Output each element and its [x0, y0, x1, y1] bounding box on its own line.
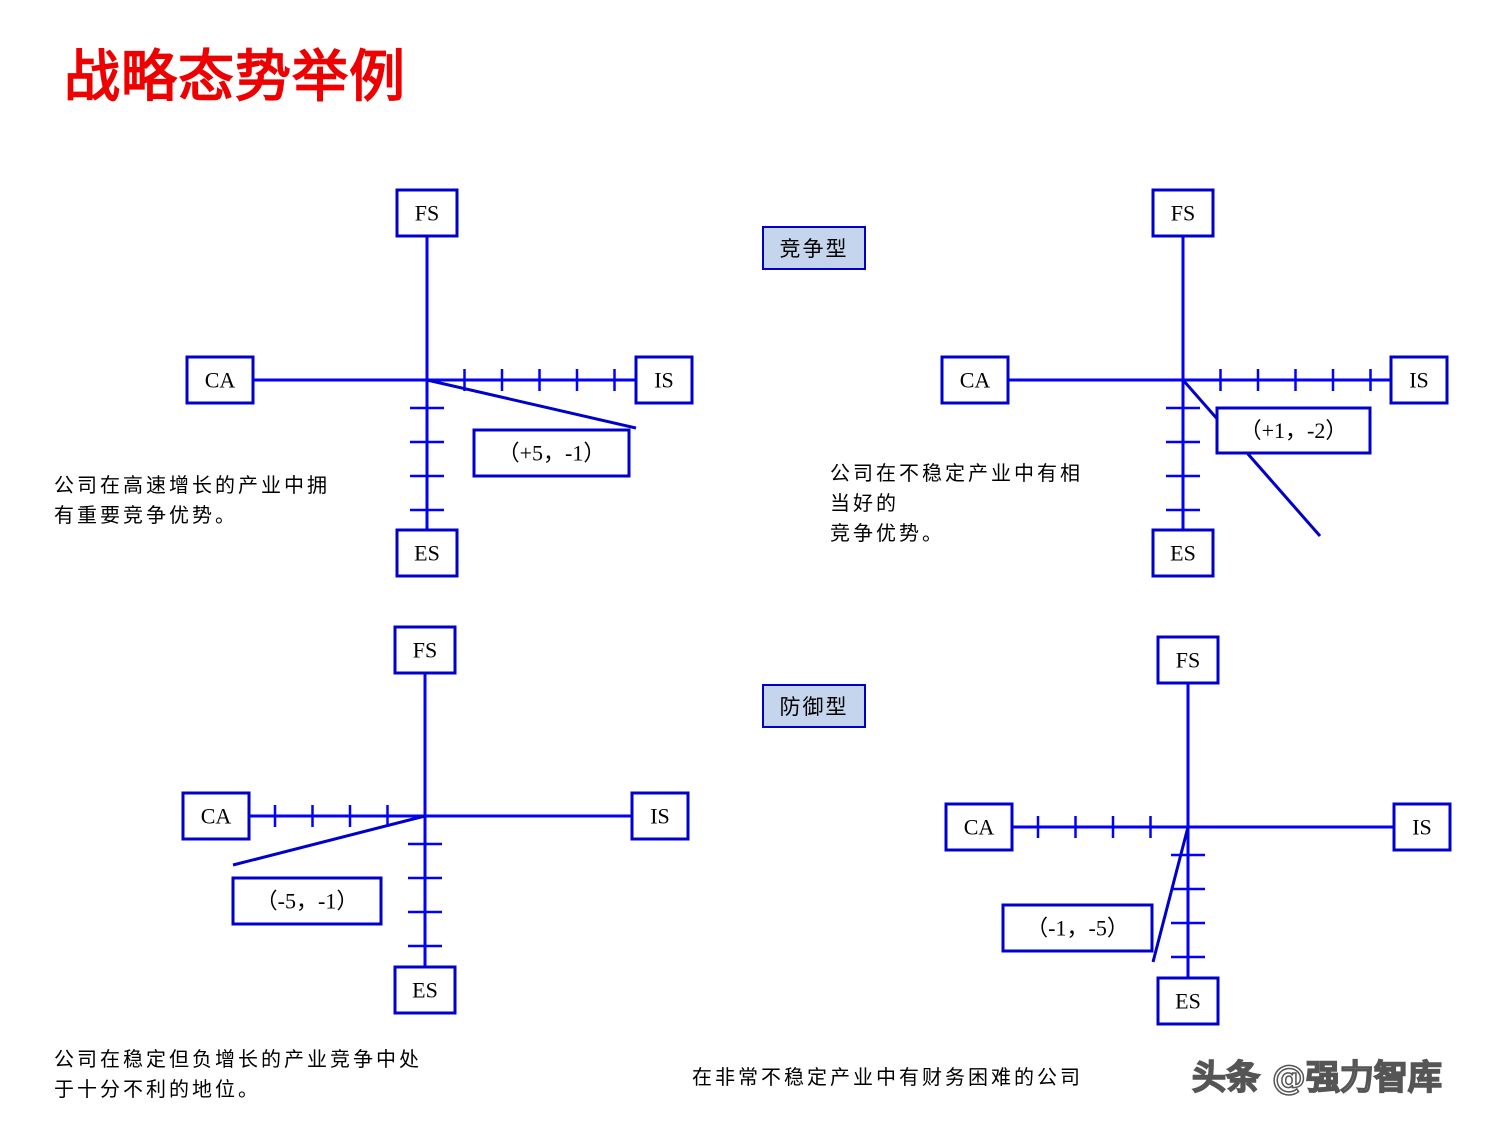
description-line: 在非常不稳定产业中有财务困难的公司	[692, 1065, 1083, 1089]
axis-label-es: ES	[414, 541, 440, 566]
coordinate-label: （+5，-1）	[498, 441, 606, 466]
axis-label-fs: FS	[1171, 201, 1195, 226]
description-line: 于十分不利的地位。	[54, 1077, 261, 1101]
axis-label-ca: CA	[964, 815, 995, 840]
axis-label-box	[1151, 188, 1215, 238]
axis-label-box	[395, 528, 459, 578]
axis-label-is: IS	[1409, 368, 1429, 393]
description-conservative: 公司在稳定但负增长的产业竞争中处 于十分不利的地位。	[54, 1044, 422, 1104]
description-line: 竞争优势。	[830, 521, 945, 545]
axis-label-box	[1389, 355, 1449, 405]
page-title: 战略态势举例	[64, 45, 406, 110]
axis-label-box	[940, 355, 1010, 405]
position-vector	[1151, 826, 1190, 963]
description-line: 公司在稳定但负增长的产业竞争中处	[54, 1047, 422, 1071]
coordinate-label: （+1，-2）	[1240, 418, 1348, 443]
description-line: 有重要竞争优势。	[54, 503, 238, 527]
axis-label-box	[1151, 528, 1215, 578]
axis-label-box	[395, 188, 459, 238]
axis-label-es: ES	[1170, 541, 1196, 566]
coordinate-box	[1001, 903, 1154, 953]
coordinate-box	[231, 876, 383, 926]
description-aggressive: 公司在高速增长的产业中拥 有重要竞争优势。	[54, 470, 330, 530]
position-vector	[1181, 379, 1322, 537]
description-line: 当好的	[830, 491, 899, 515]
axis-label-is: IS	[650, 804, 670, 829]
axis-label-fs: FS	[415, 201, 439, 226]
axis-label-box	[185, 355, 255, 405]
axis-label-box	[393, 965, 457, 1015]
axis-label-box	[944, 802, 1014, 852]
axis-label-box	[1156, 635, 1220, 685]
axis-label-box	[1392, 802, 1452, 852]
axis-label-box	[634, 355, 694, 405]
axis-label-es: ES	[412, 978, 438, 1003]
position-vector	[232, 814, 426, 867]
axis-label-fs: FS	[413, 638, 437, 663]
coordinate-label: （-1，-5）	[1026, 916, 1129, 941]
coordinate-box	[472, 428, 631, 478]
description-line: 公司在高速增长的产业中拥	[54, 473, 330, 497]
coordinate-label: （-5，-1）	[256, 889, 359, 914]
position-vector	[426, 378, 637, 430]
description-competitive: 公司在不稳定产业中有相 当好的 竞争优势。	[830, 458, 1083, 548]
axis-label-es: ES	[1175, 989, 1201, 1014]
type-label-competitive: 竞争型	[762, 226, 866, 270]
axis-label-ca: CA	[960, 368, 991, 393]
axis-label-box	[181, 791, 251, 841]
axis-label-box	[1156, 976, 1220, 1026]
axis-label-fs: FS	[1176, 648, 1200, 673]
axis-label-ca: CA	[205, 368, 236, 393]
description-line: 公司在不稳定产业中有相	[830, 461, 1083, 485]
coordinate-box	[1215, 406, 1372, 455]
axis-label-is: IS	[654, 368, 674, 393]
description-defensive: 在非常不稳定产业中有财务困难的公司	[692, 1062, 1083, 1092]
type-label-defensive: 防御型	[762, 684, 866, 728]
axis-label-box	[630, 791, 690, 841]
axis-label-box	[393, 625, 457, 675]
watermark: 头条 @强力智库	[1191, 1057, 1442, 1099]
axis-label-ca: CA	[201, 804, 232, 829]
axis-label-is: IS	[1412, 815, 1432, 840]
